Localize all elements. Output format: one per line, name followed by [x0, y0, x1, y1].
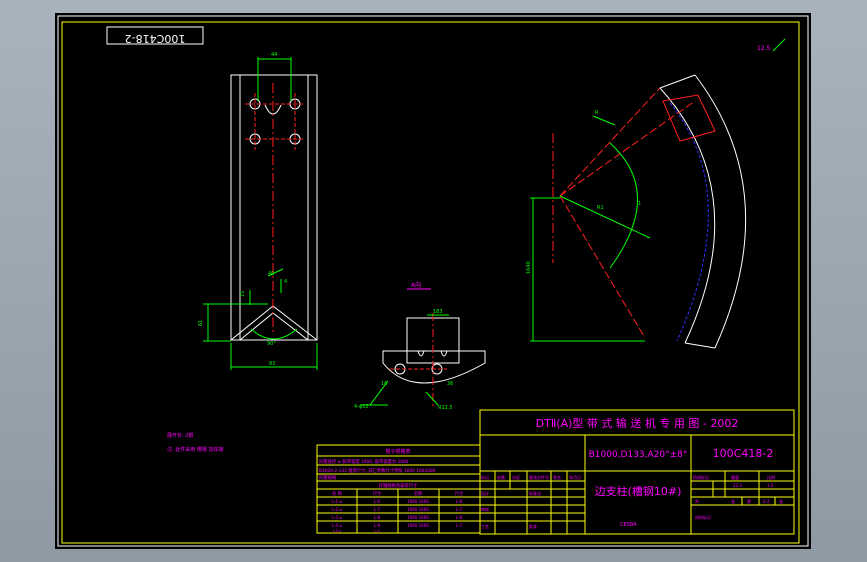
part-name: 边支柱(槽钢10#) [595, 484, 682, 498]
svg-text:1000 1000: 1000 1000 [407, 515, 429, 520]
note-line-2: 注: 此件采用 槽钢 加焊接 [167, 446, 223, 453]
svg-text:共: 共 [695, 498, 699, 504]
svg-text:A向: A向 [411, 281, 421, 289]
scale-value: 1:2 [767, 483, 774, 488]
svg-text:L-7: L-7 [456, 507, 463, 512]
svg-text:L-5 ⌀: L-5 ⌀ [333, 529, 342, 533]
spec-text: B1000,D133,A20°±8° [589, 450, 688, 460]
svg-text:16: 16 [381, 381, 387, 387]
svg-text:L-5: L-5 [374, 529, 379, 533]
svg-text:L-7: L-7 [456, 523, 463, 528]
svg-text:40: 40 [268, 271, 274, 277]
svg-text:L-8: L-8 [456, 515, 463, 520]
svg-text:183: 183 [433, 309, 443, 315]
svg-text:辊子规格表: 辊子规格表 [385, 448, 410, 455]
svg-text:4-φ12: 4-φ12 [354, 404, 369, 410]
svg-text:重量: 重量 [731, 474, 739, 480]
svg-text:尺寸: 尺寸 [455, 490, 464, 497]
svg-text:1000 1000: 1000 1000 [407, 523, 429, 528]
bracket-front-view: 44 61 15 90° 83 40 4 [198, 52, 318, 370]
svg-text:4: 4 [284, 279, 287, 285]
roughness-value: 12.5 [757, 45, 771, 52]
svg-text:工艺: 工艺 [481, 524, 489, 529]
parameter-table: 辊子规格表 托辊直径 ≥ 胶带宽度 1000, 胶带宽度为 1000 B1000… [316, 444, 481, 534]
svg-text:张: 张 [731, 498, 735, 504]
svg-text:托辊直径 ≥ 胶带宽度 1000, 胶带宽度为 1000: 托辊直径 ≥ 胶带宽度 1000, 胶带宽度为 1000 [319, 458, 409, 465]
svg-text:1000 1000: 1000 1000 [407, 507, 429, 512]
svg-text:44: 44 [271, 52, 277, 58]
svg-text:年月日: 年月日 [569, 474, 581, 480]
svg-text:设计: 设计 [481, 490, 489, 496]
weight-value: 23.3 [733, 483, 742, 488]
page-value: 2-2 [763, 499, 770, 504]
svg-text:R: R [595, 110, 599, 116]
svg-text:R1: R1 [597, 205, 604, 211]
svg-text:L-3 ⌀: L-3 ⌀ [332, 515, 342, 520]
svg-text:61: 61 [198, 320, 204, 326]
svg-text:36: 36 [447, 381, 453, 387]
svg-text:批准: 批准 [529, 523, 537, 529]
svg-text:标记: 标记 [481, 474, 489, 480]
svg-text:名 称: 名 称 [332, 490, 343, 497]
drawing-number-stamp: 100C418-2 [106, 26, 204, 45]
drawing-number: 100C418-2 [713, 447, 774, 460]
title-header: DTⅡ(A)型 带 式 输 送 机 专 用 图 - 2002 [536, 416, 739, 430]
svg-text:L-4 ⌀: L-4 ⌀ [332, 523, 342, 528]
svg-text:审核: 审核 [481, 506, 489, 512]
svg-text:1: 1 [638, 201, 641, 207]
cad-viewport[interactable]: 100C418-2 12.5 44 61 15 [55, 13, 811, 549]
svg-text:L-7: L-7 [374, 507, 381, 512]
svg-text:更改文件号: 更改文件号 [529, 474, 549, 480]
svg-text:L-6: L-6 [374, 499, 381, 504]
svg-text:90°: 90° [267, 341, 276, 347]
sheet-inner-border [61, 21, 800, 544]
svg-text:张: 张 [779, 498, 783, 504]
svg-text:L-8: L-8 [456, 499, 463, 504]
sheet-outer-border [57, 15, 809, 547]
cad-drawing[interactable]: 100C418-2 12.5 44 61 15 [55, 13, 811, 549]
svg-text:尺寸: 尺寸 [373, 490, 382, 497]
svg-text:第: 第 [747, 498, 751, 504]
svg-text:L-2 ⌀: L-2 ⌀ [332, 507, 342, 512]
drawing-notes: 展开长: 2根 注: 此件采用 槽钢 加焊接 [167, 432, 223, 453]
svg-text:L-9: L-9 [374, 523, 381, 528]
svg-text:处数: 处数 [497, 474, 505, 480]
svg-text:阶段标记: 阶段标记 [693, 474, 709, 480]
note-line-1: 展开长: 2根 [167, 432, 193, 439]
curved-arc-view: 1640 R1 1 R [526, 74, 747, 349]
stamp-text: 100C418-2 [125, 32, 186, 45]
svg-text:标准化: 标准化 [529, 490, 541, 496]
svg-text:1640: 1640 [526, 261, 532, 274]
material-label: 材料标记 [695, 514, 711, 520]
svg-text:签名: 签名 [553, 474, 561, 480]
svg-text:R12.5: R12.5 [438, 405, 453, 411]
svg-text:托辊规格: 托辊规格 [319, 474, 337, 481]
svg-text:B1000-2-133 辊架尺寸, 其它参数尺寸参照 100: B1000-2-133 辊架尺寸, 其它参数尺寸参照 1000 1644306 [319, 467, 436, 474]
title-block: DTⅡ(A)型 带 式 输 送 机 专 用 图 - 2002 B1000,D13… [479, 409, 795, 535]
svg-text:托辊规格及安装尺寸: 托辊规格及安装尺寸 [379, 482, 418, 489]
svg-text:L-1 ⌀: L-1 ⌀ [332, 499, 342, 504]
svg-text:83: 83 [269, 361, 275, 367]
svg-text:名称: 名称 [414, 490, 423, 497]
detail-view-a: A向 183 4-φ12 R12.5 16 36 [354, 281, 486, 411]
svg-text:1000 1000: 1000 1000 [407, 499, 429, 504]
svg-text:L-8: L-8 [374, 515, 381, 520]
bottom-note: CESBA [620, 522, 637, 528]
svg-text:比例: 比例 [767, 474, 775, 480]
roughness-symbol: 12.5 [757, 38, 786, 52]
svg-text:分区: 分区 [512, 474, 520, 480]
svg-text:15: 15 [240, 291, 246, 297]
